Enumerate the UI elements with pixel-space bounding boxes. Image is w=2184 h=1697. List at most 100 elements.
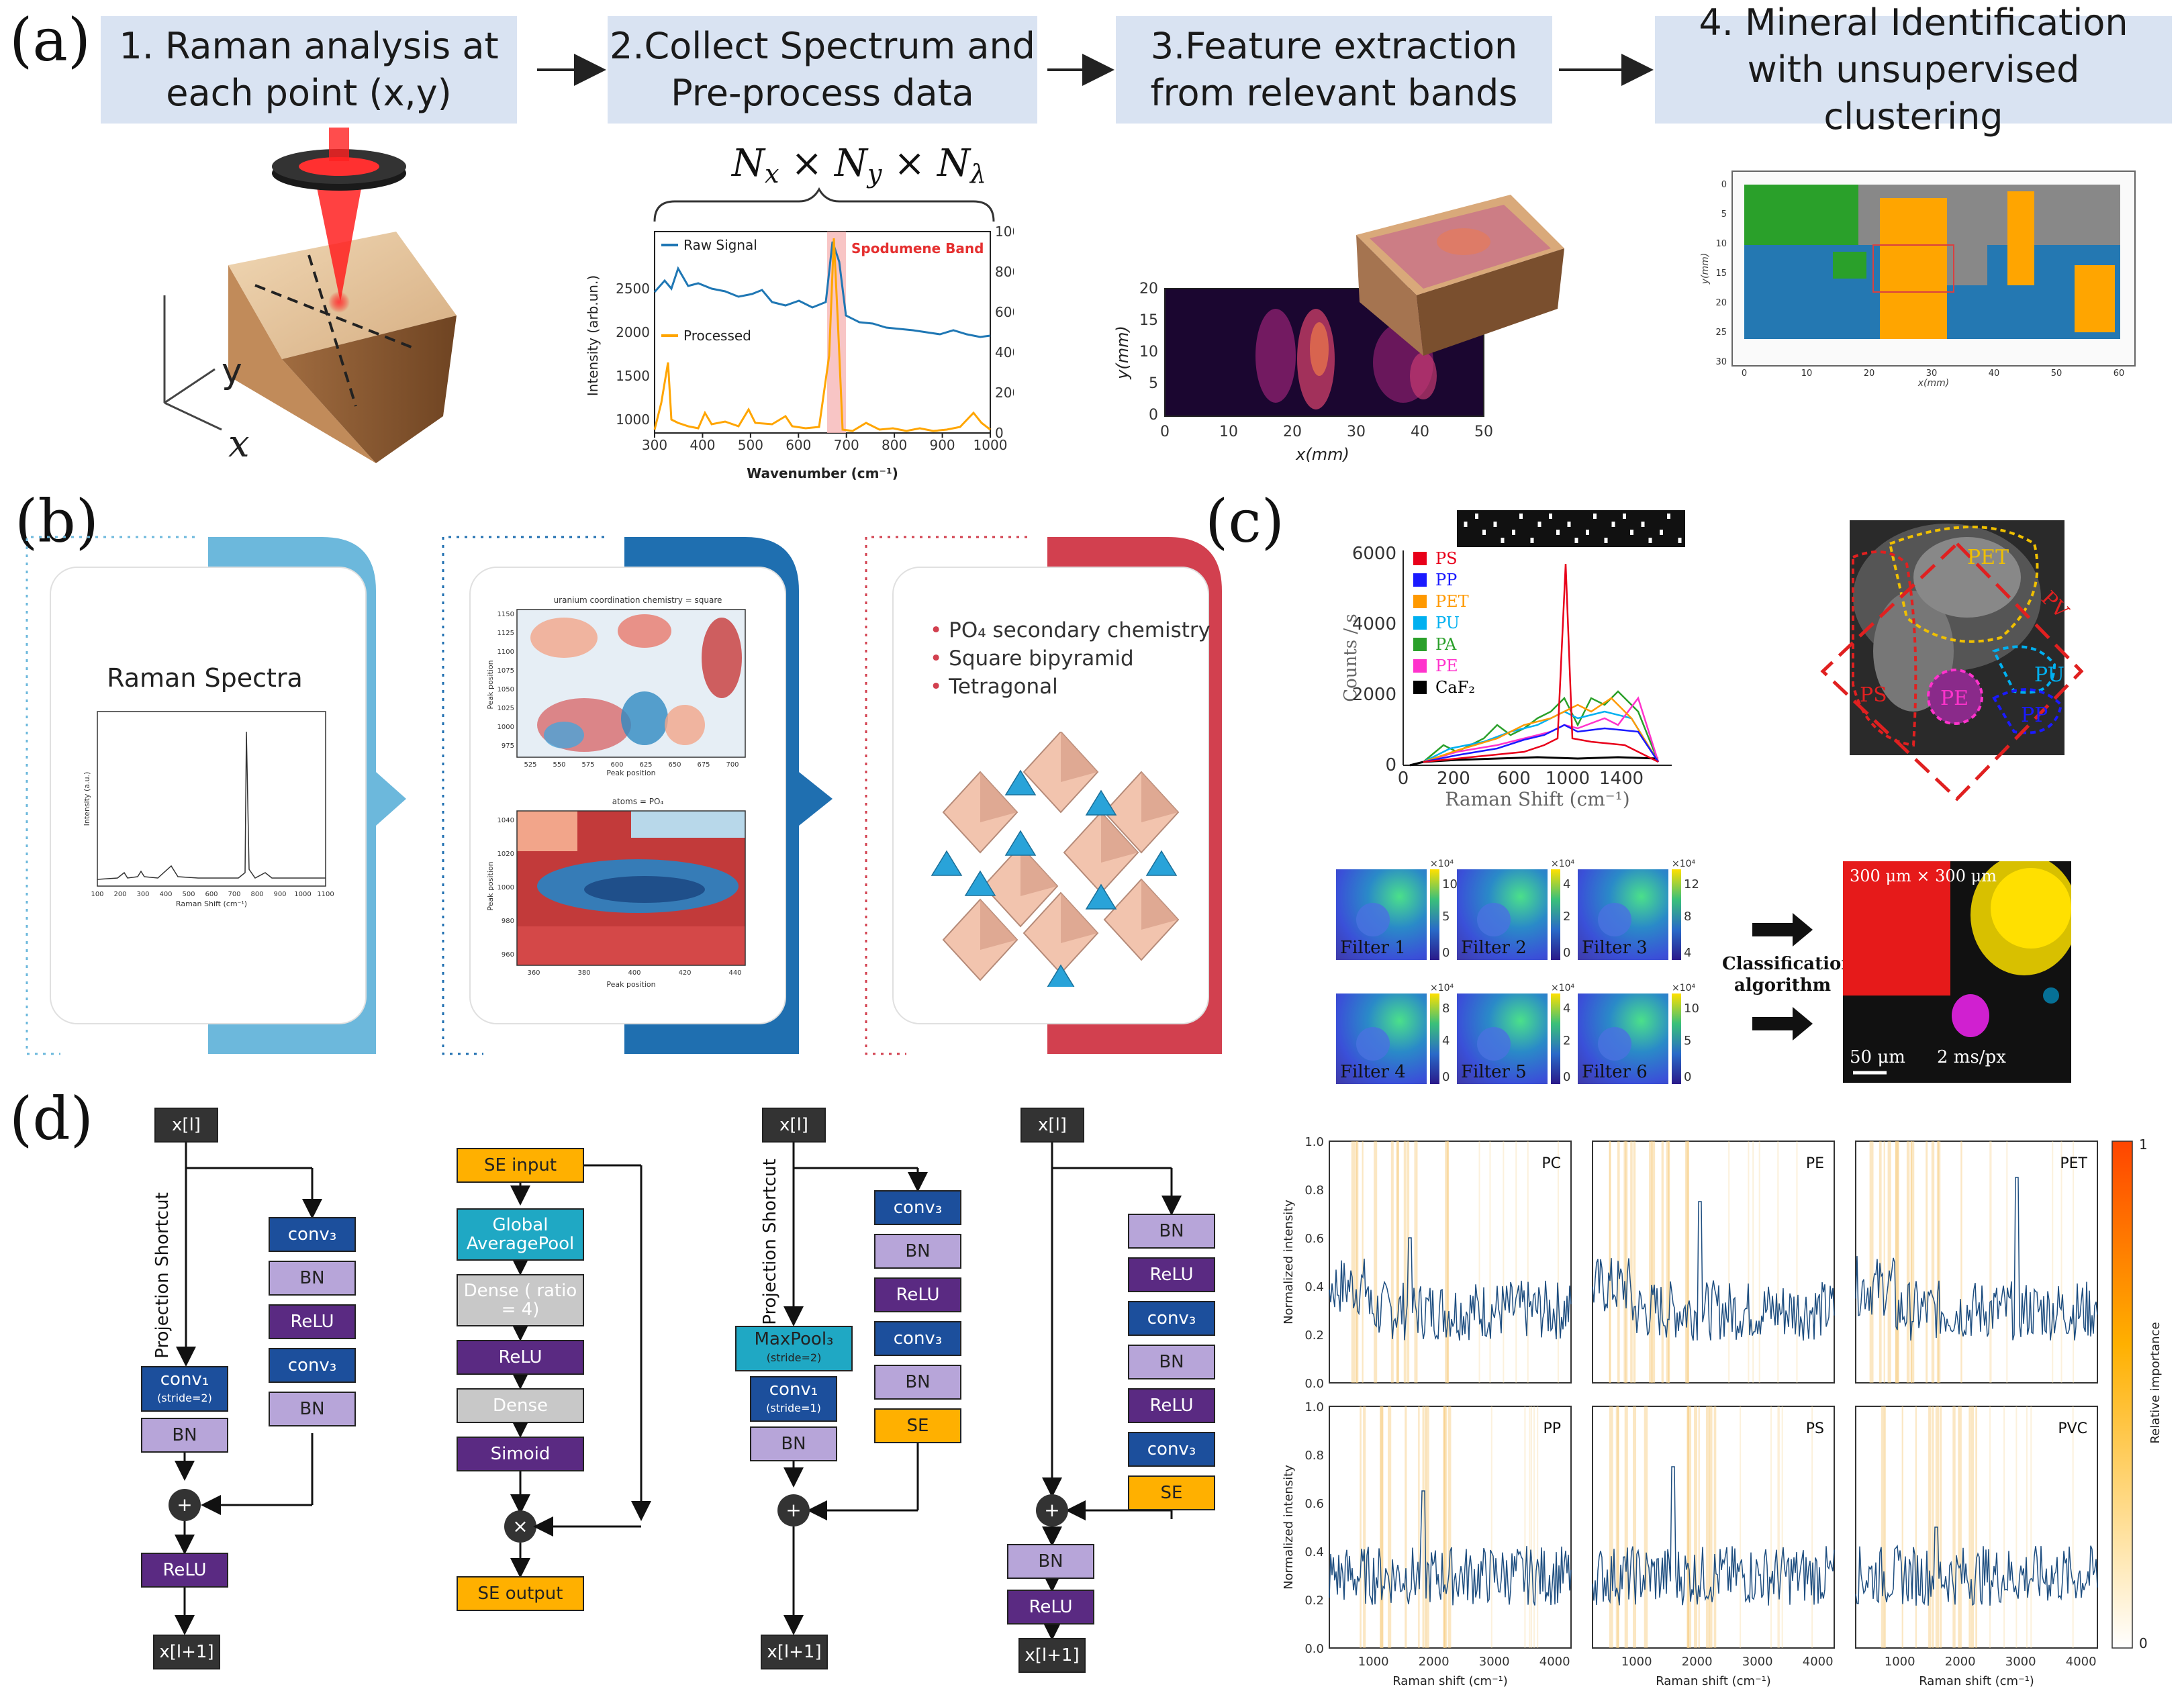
card2-top-y-tick: 1150 bbox=[497, 611, 514, 618]
step-4-box: 4. Mineral Identification with unsupervi… bbox=[1655, 1, 2172, 138]
cluster-y-tick: 15 bbox=[1715, 269, 1727, 279]
block3-post-relu: ReLU bbox=[1007, 1590, 1094, 1625]
importance-colorbar bbox=[2111, 1141, 2133, 1649]
block2-shortcut-conv-sublabel: (stride=1) bbox=[766, 1402, 821, 1414]
heatmap-x-tick: 50 bbox=[1474, 424, 1493, 440]
colorbar-min: 0 bbox=[1442, 1070, 1450, 1084]
block1-layer: conv₃ bbox=[269, 1348, 356, 1383]
tetrahedron bbox=[1085, 789, 1117, 816]
card2-top-y-tick: 1050 bbox=[497, 686, 514, 693]
colorbar-max: 8 bbox=[1442, 1002, 1450, 1016]
filter-label: Filter 2 bbox=[1461, 938, 1527, 958]
spectrum-y-tick-left: 2000 bbox=[616, 324, 650, 340]
spectrum-x-tick: 500 bbox=[738, 437, 763, 453]
filter-tile: Filter 5 ×10⁴ 4 2 0 bbox=[1457, 983, 1578, 1094]
block1-shortcut-conv-label: conv₁ bbox=[160, 1369, 209, 1390]
card2-bottom-y-tick: 980 bbox=[502, 918, 514, 925]
card2-bottom-xlabel: Peak position bbox=[606, 980, 655, 989]
colorbar-mid: 5 bbox=[1442, 910, 1450, 924]
c-ylabel: Counts / s bbox=[1341, 614, 1361, 701]
colorbar-exp: ×10⁴ bbox=[1672, 983, 1696, 993]
panel-label-c: (c) bbox=[1205, 487, 1284, 556]
octahedron-face bbox=[1020, 846, 1057, 896]
c-x-tick: 1000 bbox=[1546, 769, 1590, 789]
cluster-x-tick: 50 bbox=[2051, 369, 2062, 379]
filter-tile: Filter 3 ×10⁴ 12 8 4 bbox=[1578, 859, 1699, 970]
card2-top-y-tick: 1125 bbox=[497, 630, 514, 637]
octahedron-face bbox=[980, 772, 1017, 822]
cluster-x-tick: 60 bbox=[2114, 369, 2125, 379]
spectrum-y-tick-left: 1500 bbox=[616, 368, 650, 384]
spectra-plot-label: PS bbox=[1806, 1420, 1824, 1437]
step-1-box: 1. Raman analysis at each point (x,y) bbox=[101, 16, 517, 124]
spectra-x-tick: 4000 bbox=[1803, 1655, 1834, 1669]
card2-top-y-tick: 1075 bbox=[497, 667, 514, 675]
spectrum-x-tick: 900 bbox=[929, 437, 955, 453]
spectrum-x-tick: 800 bbox=[882, 437, 907, 453]
spectrum-x-tick: 600 bbox=[786, 437, 811, 453]
block3-input: x[l] bbox=[1020, 1108, 1084, 1143]
spectra-ylabel: Normalized intensity bbox=[1282, 1465, 1296, 1590]
tetrahedron bbox=[1145, 850, 1178, 876]
tetrahedron bbox=[1085, 883, 1117, 910]
block2-layer: conv₃ bbox=[874, 1190, 961, 1225]
step-3-box: 3.Feature extraction from relevant bands bbox=[1116, 16, 1552, 124]
legend-swatch bbox=[1413, 659, 1427, 673]
block1-shortcut-label: Projection Shortcut bbox=[152, 1192, 173, 1359]
octahedron-face bbox=[1141, 772, 1178, 822]
colorbar-exp: ×10⁴ bbox=[1430, 859, 1454, 869]
card2-bottom-title: atoms = PO₄ bbox=[612, 797, 664, 806]
block2-layer-label: conv₃ bbox=[893, 1198, 943, 1218]
colorbar-min: 0 bbox=[1442, 946, 1450, 960]
se-input: SE input bbox=[457, 1148, 584, 1183]
result-scale: 50 μm bbox=[1850, 1047, 1905, 1067]
band-label: Spodumene Band bbox=[851, 240, 984, 256]
card2-top-xlabel: Peak position bbox=[606, 769, 655, 777]
card2-bottom-x-tick: 400 bbox=[628, 969, 640, 977]
octahedron-face bbox=[1061, 893, 1098, 943]
card2-top-x-tick: 625 bbox=[639, 761, 652, 769]
micro-label-ps: PS bbox=[1860, 683, 1887, 707]
block2-layer: conv₃ bbox=[874, 1321, 961, 1356]
spectra-y-tick: 0.6 bbox=[1304, 1232, 1324, 1246]
filter-tile: Filter 1 ×10⁴ 10 5 0 bbox=[1336, 859, 1458, 970]
legend-label: PE bbox=[1435, 657, 1458, 675]
block1-layer: ReLU bbox=[269, 1304, 356, 1339]
block1-shortcut-conv-sublabel: (stride=2) bbox=[157, 1392, 212, 1404]
panel-label-b: (b) bbox=[15, 487, 99, 556]
spectrum-y-tick-right: 200 bbox=[995, 385, 1014, 401]
spectra-x-tick: 3000 bbox=[1742, 1655, 1773, 1669]
spectrum-y-tick-right: 0 bbox=[995, 425, 1004, 441]
result-size: 300 μm × 300 μm bbox=[1850, 867, 1997, 885]
block1-shortcut-bn-label: BN bbox=[172, 1425, 197, 1445]
colorbar-min: 0 bbox=[1684, 1070, 1692, 1084]
block1-layer-label: BN bbox=[299, 1268, 325, 1288]
card1-x-tick: 1100 bbox=[317, 891, 334, 898]
card1-x-tick: 1000 bbox=[294, 891, 311, 898]
filter-tile: Filter 4 ×10⁴ 8 4 0 bbox=[1336, 983, 1457, 1094]
c-xlabel: Raman Shift (cm⁻¹) bbox=[1445, 788, 1629, 810]
cluster-y-tick: 30 bbox=[1715, 357, 1727, 367]
micro-label-pu: PU bbox=[2034, 663, 2064, 687]
card3-list: • PO₄ secondary chemistry • Square bipyr… bbox=[930, 616, 1210, 701]
block2-layer-label: ReLU bbox=[896, 1285, 940, 1305]
tetrahedron bbox=[964, 870, 996, 896]
card1-x-tick: 100 bbox=[91, 891, 103, 898]
block1-post-relu-label: ReLU bbox=[162, 1560, 207, 1580]
card1-x-tick: 300 bbox=[136, 891, 149, 898]
block2-layer: SE bbox=[874, 1408, 961, 1443]
spectra-y-tick: 0.8 bbox=[1304, 1449, 1324, 1463]
c-y-tick: 4000 bbox=[1352, 614, 1396, 634]
block2-shortcut-conv: conv₁(stride=1) bbox=[750, 1376, 837, 1422]
legend-label: PP bbox=[1435, 571, 1457, 589]
spectrum-y-tick-right: 800 bbox=[995, 264, 1014, 280]
